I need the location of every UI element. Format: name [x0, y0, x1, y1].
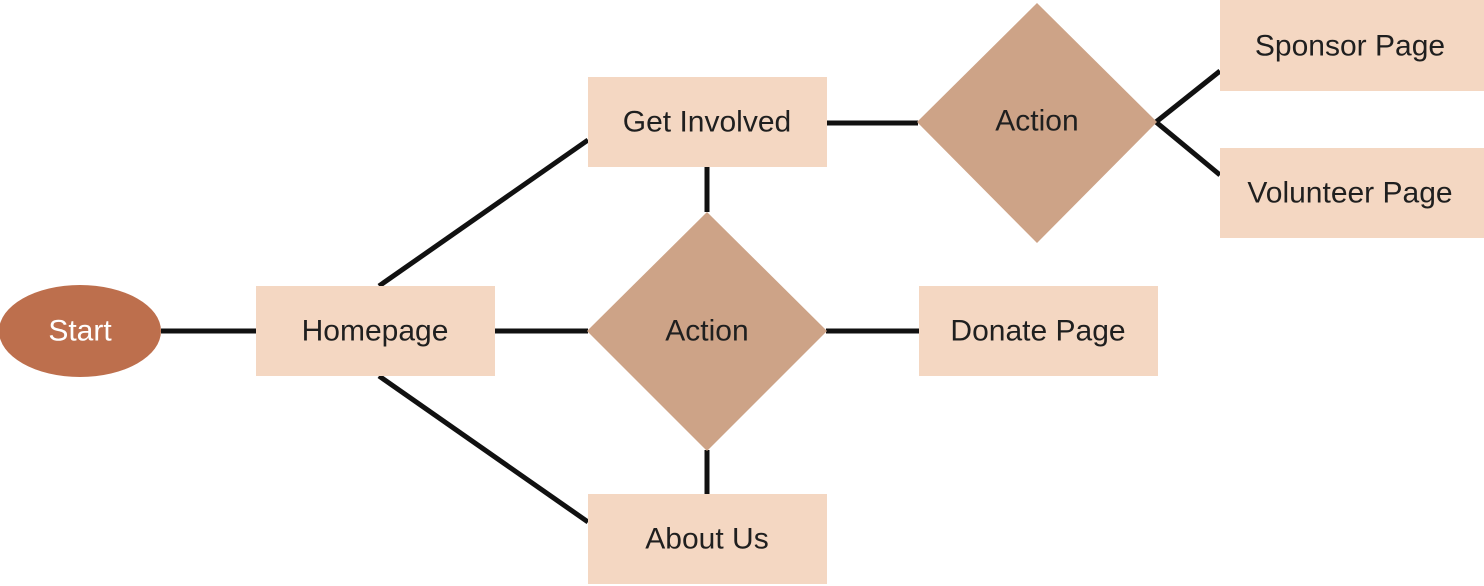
edge-homepage-get-involved	[377, 137, 590, 289]
get-involved-shape	[588, 77, 827, 167]
connectors	[161, 69, 1222, 525]
node-action-center: Action	[587, 212, 827, 451]
start-label: Start	[48, 315, 112, 348]
about-us-label: About Us	[645, 523, 768, 556]
start-shape	[0, 285, 161, 377]
edge-action-top-sponsor-page	[1154, 69, 1222, 124]
action-top-shape	[917, 3, 1157, 243]
homepage-label: Homepage	[302, 315, 449, 348]
edge-homepage-about-us	[377, 373, 590, 525]
node-volunteer-page: Volunteer Page	[1220, 148, 1484, 238]
node-about-us: About Us	[588, 494, 827, 584]
node-start: Start	[0, 285, 161, 377]
node-action-top: Action	[917, 3, 1157, 243]
action-center-shape	[587, 212, 827, 451]
sponsor-page-shape	[1220, 0, 1484, 91]
action-top-label: Action	[995, 105, 1078, 138]
volunteer-page-shape	[1220, 148, 1484, 238]
get-involved-label: Get Involved	[623, 106, 791, 139]
homepage-shape	[256, 286, 495, 376]
volunteer-page-label: Volunteer Page	[1247, 177, 1452, 210]
node-sponsor-page: Sponsor Page	[1220, 0, 1484, 91]
node-homepage: Homepage	[256, 286, 495, 376]
donate-page-shape	[919, 286, 1158, 376]
edge-action-top-volunteer-page	[1154, 120, 1222, 177]
about-us-shape	[588, 494, 827, 584]
donate-page-label: Donate Page	[950, 315, 1125, 348]
sponsor-page-label: Sponsor Page	[1255, 30, 1445, 63]
node-donate-page: Donate Page	[919, 286, 1158, 376]
action-center-label: Action	[665, 315, 748, 348]
node-get-involved: Get Involved	[588, 77, 827, 167]
